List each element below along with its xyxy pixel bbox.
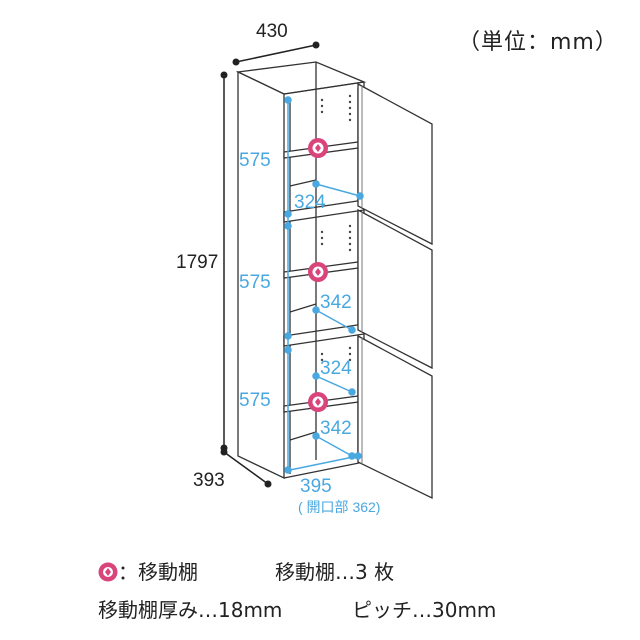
height-label: 1797 [176,252,218,273]
legend-symbol: ：移動棚 [98,556,198,585]
cabinet-body [235,61,367,480]
movable-shelf-icon [98,562,118,582]
door-bottom [357,334,433,500]
unit-note: （単位：mm） [458,30,618,55]
depth-dimension: 393 [193,448,272,491]
blue-dimensions [284,96,364,474]
legend-shelf-thickness: 移動棚厚み…18mm [98,598,283,622]
cabinet-diagram: 430 1797 393 [176,21,433,515]
movable-shelf-marker-icon [308,392,328,412]
peg-holes [320,94,352,362]
legend-symbol-label: ：移動棚 [118,560,198,584]
section-height-2: 575 [239,272,271,293]
shelf-depth-1: 324 [294,192,326,213]
height-dimension: 1797 [176,71,228,452]
bottom-width-label: 395 [300,476,332,497]
legend-pitch: ピッチ…30mm [352,598,497,622]
door-middle [357,208,433,370]
section-height-3: 575 [239,390,271,411]
blue-labels: 575 575 575 324 342 324 342 395 ( 開口部 36… [239,150,380,515]
movable-shelf-marker-icon [308,262,328,282]
movable-shelf-markers [308,138,328,412]
movable-shelf-marker-icon [308,138,328,158]
shelf-depth-2: 342 [320,292,352,313]
legend-shelf-count: 移動棚…3 枚 [275,560,395,584]
door-top [357,82,433,246]
top-width-label: 430 [256,21,288,42]
shelf-depth-4: 342 [320,418,352,439]
shelf-depth-3: 324 [320,358,352,379]
depth-label: 393 [193,470,225,491]
doors [357,82,433,500]
opening-note: ( 開口部 362) [298,499,380,515]
top-width-dimension: 430 [232,21,320,66]
section-height-1: 575 [239,150,271,171]
